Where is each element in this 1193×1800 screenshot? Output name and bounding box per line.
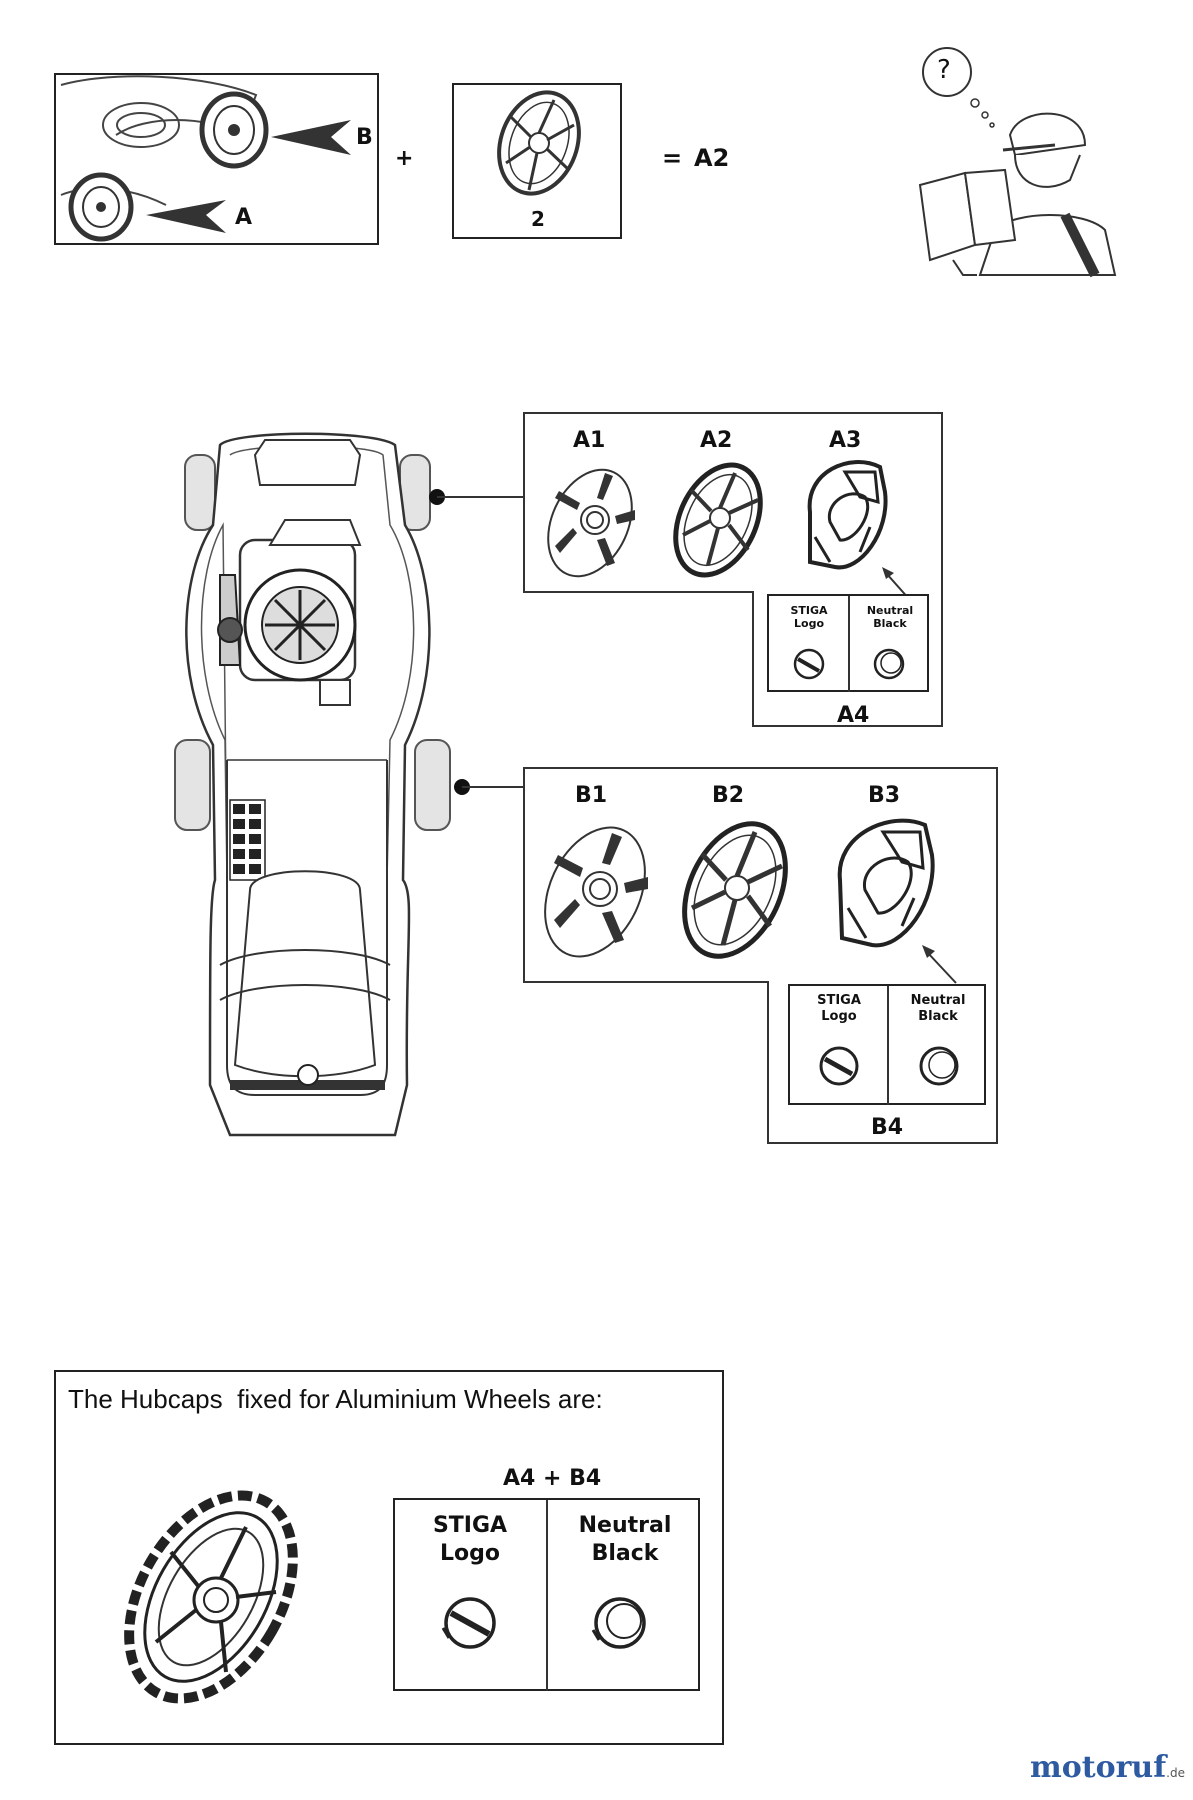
aluminium-insert-table: STIGA Logo Neutral Black — [393, 1498, 700, 1691]
insert-a4-table: STIGA Logo Neutral Black — [767, 594, 929, 692]
rear-connector-line — [462, 786, 525, 788]
hubcap-b2-icon — [682, 821, 788, 959]
hubcap-b3-icon — [837, 818, 935, 948]
pointer-arrow-b — [922, 945, 957, 984]
neutral-insert-icon — [591, 1597, 646, 1649]
result-label: A2 — [694, 144, 730, 172]
option-a1-label: A1 — [573, 428, 606, 453]
option-a3-label: A3 — [829, 428, 862, 453]
label-a: A — [235, 205, 253, 230]
stiga-insert-icon — [819, 1046, 859, 1086]
neutral-insert-icon — [919, 1046, 959, 1086]
insert-b4-table: STIGA Logo Neutral Black — [788, 984, 986, 1105]
alu-neutral-label: Neutral Black — [578, 1513, 672, 1566]
insert-a4-title: A4 — [837, 703, 870, 728]
label-b: B — [356, 125, 373, 150]
stiga-insert-icon — [441, 1597, 496, 1649]
front-connector-line — [437, 496, 525, 498]
equals-sign: = — [662, 144, 683, 172]
hubcap-a2-icon — [673, 462, 763, 578]
watermark-text: motoruf — [1030, 1750, 1167, 1785]
hubcap-part-box: 2 — [452, 83, 622, 239]
mower-top-view — [174, 432, 470, 1137]
aluminium-wheels-box: The Hubcaps fixed for Aluminium Wheels a… — [54, 1370, 724, 1745]
neutral-insert-icon — [873, 648, 905, 680]
watermark-suffix: .de — [1166, 1766, 1185, 1780]
b4-neutral-label: Neutral Black — [910, 993, 966, 1024]
option-b2-label: B2 — [712, 783, 745, 808]
a4-stiga-label: STIGA Logo — [790, 604, 828, 630]
wheel-location-box: B A — [54, 73, 379, 245]
part-number: 2 — [531, 207, 545, 231]
motoruf-watermark: motoruf.de — [1030, 1750, 1185, 1785]
aluminium-heading: The Hubcaps fixed for Aluminium Wheels a… — [68, 1384, 603, 1414]
hubcap-a1-icon — [547, 468, 635, 578]
question-mark: ? — [937, 55, 951, 85]
insert-b4-title: B4 — [871, 1115, 904, 1140]
option-b3-label: B3 — [868, 783, 901, 808]
reading-man-illustration — [918, 47, 1117, 278]
a4-neutral-label: Neutral Black — [866, 604, 914, 630]
plus-sign: + — [395, 146, 414, 171]
option-a2-label: A2 — [700, 428, 733, 453]
aluminium-wheel-icon — [124, 1490, 298, 1704]
combo-label: A4 + B4 — [503, 1466, 602, 1491]
b4-stiga-label: STIGA Logo — [817, 993, 861, 1024]
option-b1-label: B1 — [575, 783, 608, 808]
alu-stiga-label: STIGA Logo — [432, 1513, 508, 1566]
hubcap-b1-icon — [544, 826, 648, 958]
hubcap-a3-icon — [807, 460, 888, 570]
hubcap-icon — [497, 90, 581, 196]
mower-wheels-illustration — [60, 75, 351, 242]
stiga-insert-icon — [793, 648, 825, 680]
